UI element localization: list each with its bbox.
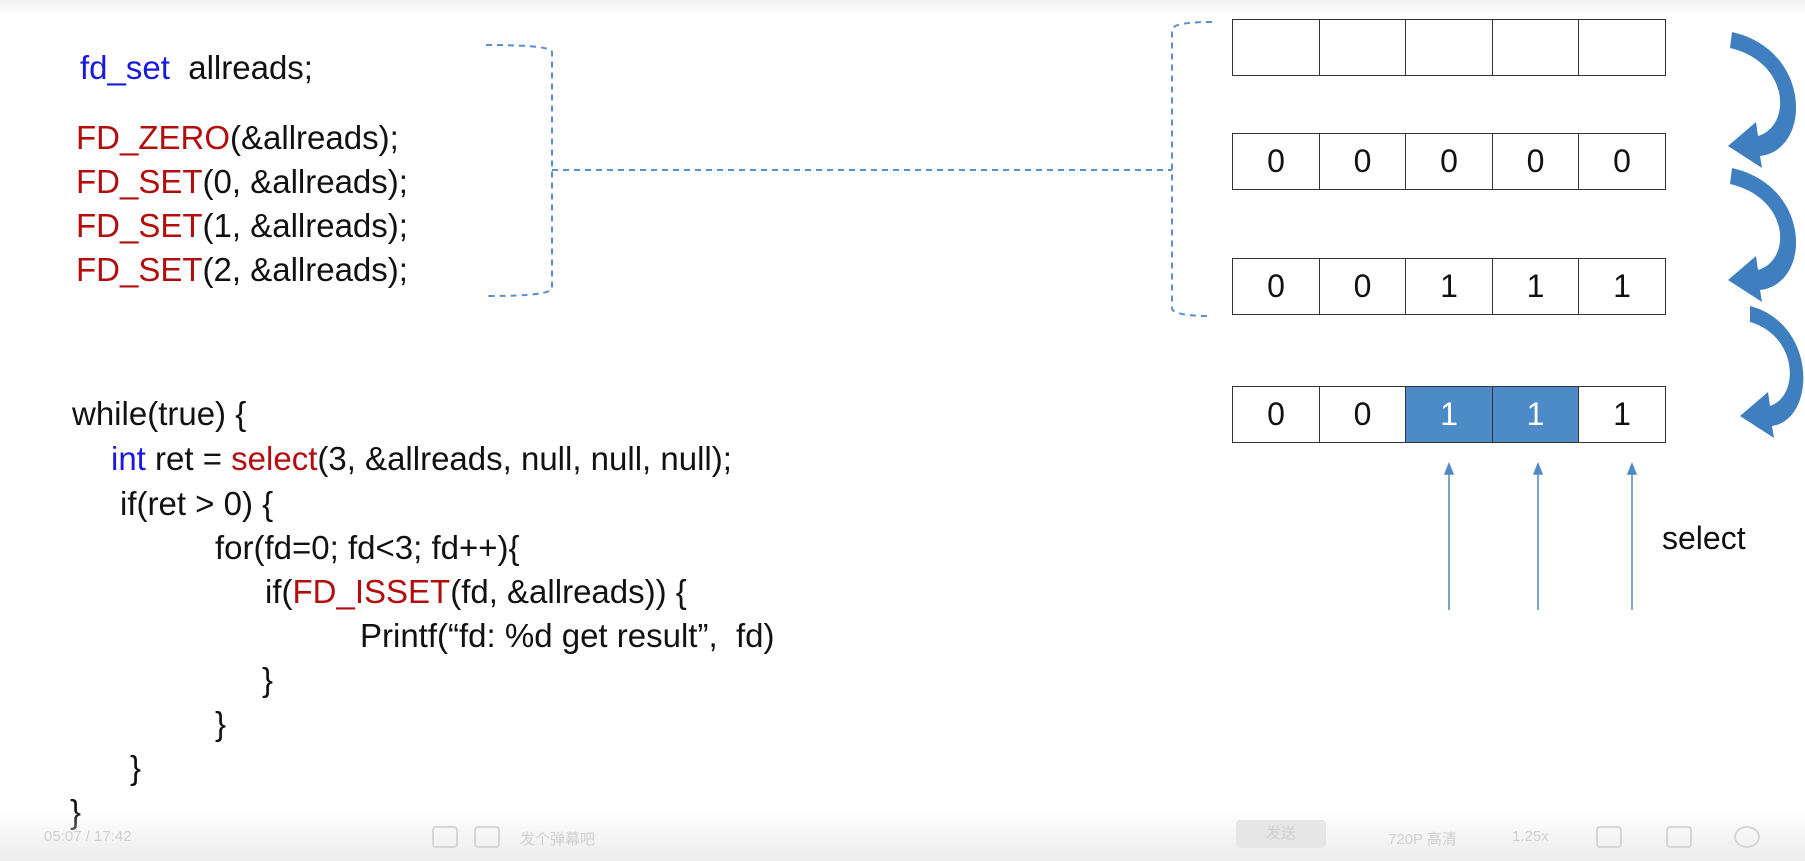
bitmap-cell: 0 [1578,133,1666,190]
fdset-0-args: (0, &allreads); [202,163,408,200]
code-line-fdset-0: FD_SET(0, &allreads); [76,162,408,202]
bitmap-row-empty [1232,19,1666,76]
fdisset-args: (fd, &allreads)) { [450,573,687,610]
bitmap-cell: 1 [1405,258,1493,315]
bitmap-cell: 0 [1232,133,1320,190]
code-line-for: for(fd=0; fd<3; fd++){ [215,529,520,566]
up-arrow-head-1 [1443,461,1455,475]
code-line-select-call: int ret = select(3, &allreads, null, nul… [111,439,732,479]
up-arrows [1443,461,1638,610]
bitmap-cell: 1 [1405,386,1493,443]
bitmap-cell: 0 [1491,133,1580,190]
fdset-type: fd_set [80,49,170,86]
bitmap-cell: 0 [1318,258,1407,315]
send-button[interactable]: 发送 [1236,820,1326,848]
code-line-fdset: fd_set allreads; [80,48,313,88]
fdset-var: allreads; [169,49,313,86]
player-time: 05:07 / 17:42 [44,828,132,845]
curved-arrows [1728,32,1804,438]
fdzero-args: (&allreads); [230,119,399,156]
fdset-2-fn: FD_SET [76,251,203,288]
bitmap-cell [1578,19,1666,76]
code-line-if-isset: if(FD_ISSET(fd, &allreads)) { [265,572,687,612]
fdset-2-args: (2, &allreads); [202,251,408,288]
top-strip [0,0,1805,14]
code-line-while: while(true) { [72,395,247,432]
danmu-toggle-icon[interactable] [432,826,458,848]
bitmap-cell [1491,19,1580,76]
code-bracket [485,44,553,297]
code-line-close-for: } [215,705,227,742]
bitmap-cell: 0 [1318,386,1407,443]
ret-assign: ret = [145,440,232,477]
volume-icon[interactable] [1666,826,1692,848]
code-line-close-if: } [262,661,274,698]
danmu-input[interactable]: 发个弹幕吧 [520,831,596,848]
curved-arrow-2 [1728,168,1797,302]
bitmap-cell [1405,19,1493,76]
code-line-close-ifret: } [130,749,142,786]
quality-button[interactable]: 720P 高清 [1388,831,1457,848]
code-line-printf: Printf(“fd: %d get result”, fd) [360,617,775,654]
settings-gear-icon[interactable] [1734,826,1760,848]
player-controls: 05:07 / 17:42 发个弹幕吧 发送 720P 高清 1.25x [0,810,1805,861]
if-open: if( [265,573,293,610]
int-keyword: int [111,440,146,477]
code-line-fdset-2: FD_SET(2, &allreads); [76,250,408,290]
select-args: (3, &allreads, null, null, null); [317,440,732,477]
fdset-1-fn: FD_SET [76,207,203,244]
fdset-0-fn: FD_SET [76,163,203,200]
bitmap-cell: 1 [1491,258,1580,315]
bitmap-cell: 0 [1318,133,1407,190]
bitmap-cell: 1 [1578,386,1666,443]
bitmap-cell: 1 [1578,258,1666,315]
select-fn: select [231,440,318,477]
dashed-brackets [485,21,1213,317]
pip-icon[interactable] [1596,826,1622,848]
fdset-1-args: (1, &allreads); [202,207,408,244]
curved-arrow-1 [1728,32,1797,168]
code-line-fdset-1: FD_SET(1, &allreads); [76,206,408,246]
fdzero-fn: FD_ZERO [76,119,231,156]
bitmap-cell: 0 [1232,386,1320,443]
up-arrow-head-3 [1626,461,1638,475]
speed-button[interactable]: 1.25x [1512,828,1549,845]
fdisset-fn: FD_ISSET [292,573,451,610]
up-arrow-head-2 [1532,461,1544,475]
bitmap-cell: 1 [1491,386,1580,443]
curved-arrow-3 [1740,306,1804,438]
bitmap-cell [1232,19,1320,76]
danmu-settings-icon[interactable] [474,826,500,848]
select-label: select [1662,520,1746,556]
grid-bracket [1171,21,1213,317]
code-line-fdzero: FD_ZERO(&allreads); [76,118,399,158]
code-line-if-ret: if(ret > 0) { [120,485,274,522]
bitmap-cell: 0 [1232,258,1320,315]
